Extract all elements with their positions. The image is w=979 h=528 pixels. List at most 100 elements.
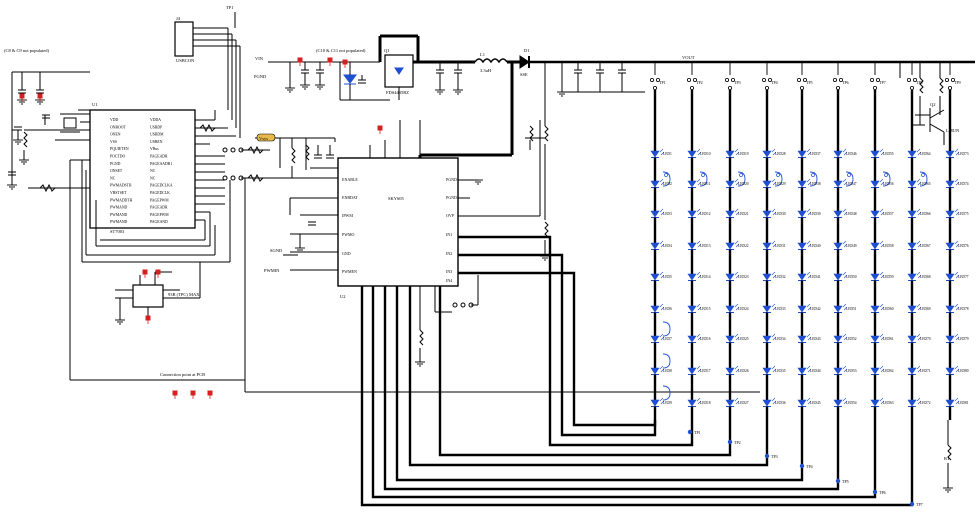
ground-symbol	[540, 255, 550, 261]
u1-pin-right: PAGEAND	[150, 220, 168, 224]
led-bus-line	[458, 253, 657, 437]
u1-pin-right: PAGEADR	[150, 206, 168, 210]
led-label: LED38	[810, 182, 821, 186]
u2-pin-left: ENABLE	[342, 177, 358, 182]
led-label: LED65	[920, 182, 931, 186]
ground-symbol	[300, 84, 310, 90]
column-tp-label: TP3	[734, 80, 741, 85]
u1-pin-right: USBEN	[150, 140, 163, 144]
led-label: LED46	[846, 152, 857, 156]
u1-pin-left: PWMAND	[110, 220, 128, 224]
led-label: LED4	[663, 244, 672, 248]
u2-pin-left: PWMEN	[342, 269, 357, 274]
led-label: LED30	[775, 212, 786, 216]
led-label: LED40	[810, 244, 821, 248]
u2-pin-right: IN4	[446, 278, 452, 283]
u1-pin-right: PAGEPWM	[150, 213, 169, 217]
u1-pin-left: PWMADDTH	[110, 198, 133, 202]
bottom-tp-label: TP1	[694, 430, 701, 435]
ground-symbol	[557, 91, 567, 97]
red-marker-symbol	[37, 93, 43, 102]
led-label: LED48	[846, 212, 857, 216]
red-marker-symbol	[190, 390, 196, 399]
led-label: LED22	[738, 244, 749, 248]
led-label: LED6	[663, 307, 672, 311]
led-diode	[907, 271, 922, 281]
u1-pin-right: USBDP	[150, 125, 162, 129]
led-label: LED53	[846, 369, 857, 373]
led-label: LED10	[700, 152, 711, 156]
column-tp-label: TP5	[806, 80, 813, 85]
ground-symbols	[7, 84, 953, 493]
label-j4: J4	[176, 16, 181, 21]
led-label: LED56	[883, 182, 894, 186]
label-u3-part: 93B (TPC) MAX	[168, 292, 200, 297]
led-string	[650, 62, 671, 420]
led-bus-line	[371, 286, 877, 499]
led-label: LED44	[810, 369, 821, 373]
led-label: LED25	[738, 337, 749, 341]
led-label: LED39	[810, 212, 821, 216]
led-diode	[650, 365, 665, 375]
ground-symbol	[115, 319, 125, 325]
test-point-dot	[687, 429, 693, 435]
led-label: LED49	[846, 244, 857, 248]
led-label: LED55	[883, 152, 894, 156]
ground-symbol	[943, 487, 953, 493]
led-label: LED23	[738, 275, 749, 279]
led-label: LED14	[700, 275, 711, 279]
led-label: LED13	[700, 244, 711, 248]
column-tp-label: TP8	[916, 80, 923, 85]
led-string	[762, 62, 783, 420]
led-diode	[725, 208, 740, 218]
u2-pin-left: PWMO	[342, 232, 355, 237]
led-strings	[650, 62, 960, 420]
led-label: LED79	[958, 337, 969, 341]
label-q2-ref: Q2	[930, 102, 936, 107]
crystal-x1	[63, 117, 77, 129]
ground-symbol	[315, 84, 325, 90]
led-label: LED29	[775, 182, 786, 186]
u1-pin-left: ONBOOT	[110, 125, 127, 129]
red-marker-symbol	[142, 269, 148, 278]
led-label: LED17	[700, 369, 711, 373]
led-label: LED24	[738, 307, 749, 311]
led-label: LED26	[738, 369, 749, 373]
ground-symbol	[19, 159, 29, 165]
led-bus-line	[438, 286, 732, 457]
red-marker-symbol	[172, 390, 178, 399]
red-marker-symbol	[145, 315, 151, 324]
u2-pin-right: PGND	[446, 195, 457, 200]
label-pgnd: PGND	[254, 74, 267, 79]
u1-ic	[89, 109, 196, 229]
label-sgnd: SGND	[270, 248, 283, 253]
bottom-tp-label: TP3	[771, 454, 778, 459]
led-label: LED73	[958, 152, 969, 156]
led-string	[870, 62, 891, 420]
label-vsys: Vsys	[259, 136, 268, 141]
u1-pin-left: VBSTSET	[110, 191, 127, 195]
led-diode	[797, 333, 812, 343]
label-note-mid: (C10 & C11 not populated)	[316, 48, 366, 53]
column-tp-label: TP9	[954, 80, 961, 85]
u1-pin-left: VDD	[110, 118, 118, 122]
led-diode	[833, 208, 848, 218]
label-pwm: PWMIN	[264, 268, 280, 273]
led-label: LED34	[775, 337, 786, 341]
u2-pin-labels: ENABLEENBDATIPWMPWMOGNDPWMENPGNDPGNDOVPI…	[342, 177, 457, 283]
red-marker-symbol	[207, 390, 213, 399]
ground-symbol	[285, 87, 295, 93]
led-label: LED3	[663, 212, 672, 216]
column-tp-label: TP7	[879, 80, 886, 85]
led-label: LED16	[700, 337, 711, 341]
test-point-dot	[727, 439, 733, 445]
led-label: LED68	[920, 275, 931, 279]
led-label: LED42	[810, 307, 821, 311]
label-q1-part: FDS4435BZ	[386, 90, 409, 95]
led-bus-lines	[360, 235, 915, 507]
label-u2-ref: U2	[340, 294, 346, 299]
ground-symbol	[415, 361, 425, 367]
u1-pin-right: NC	[150, 169, 156, 173]
led-bus-line	[395, 286, 804, 482]
led-diode	[762, 397, 777, 407]
